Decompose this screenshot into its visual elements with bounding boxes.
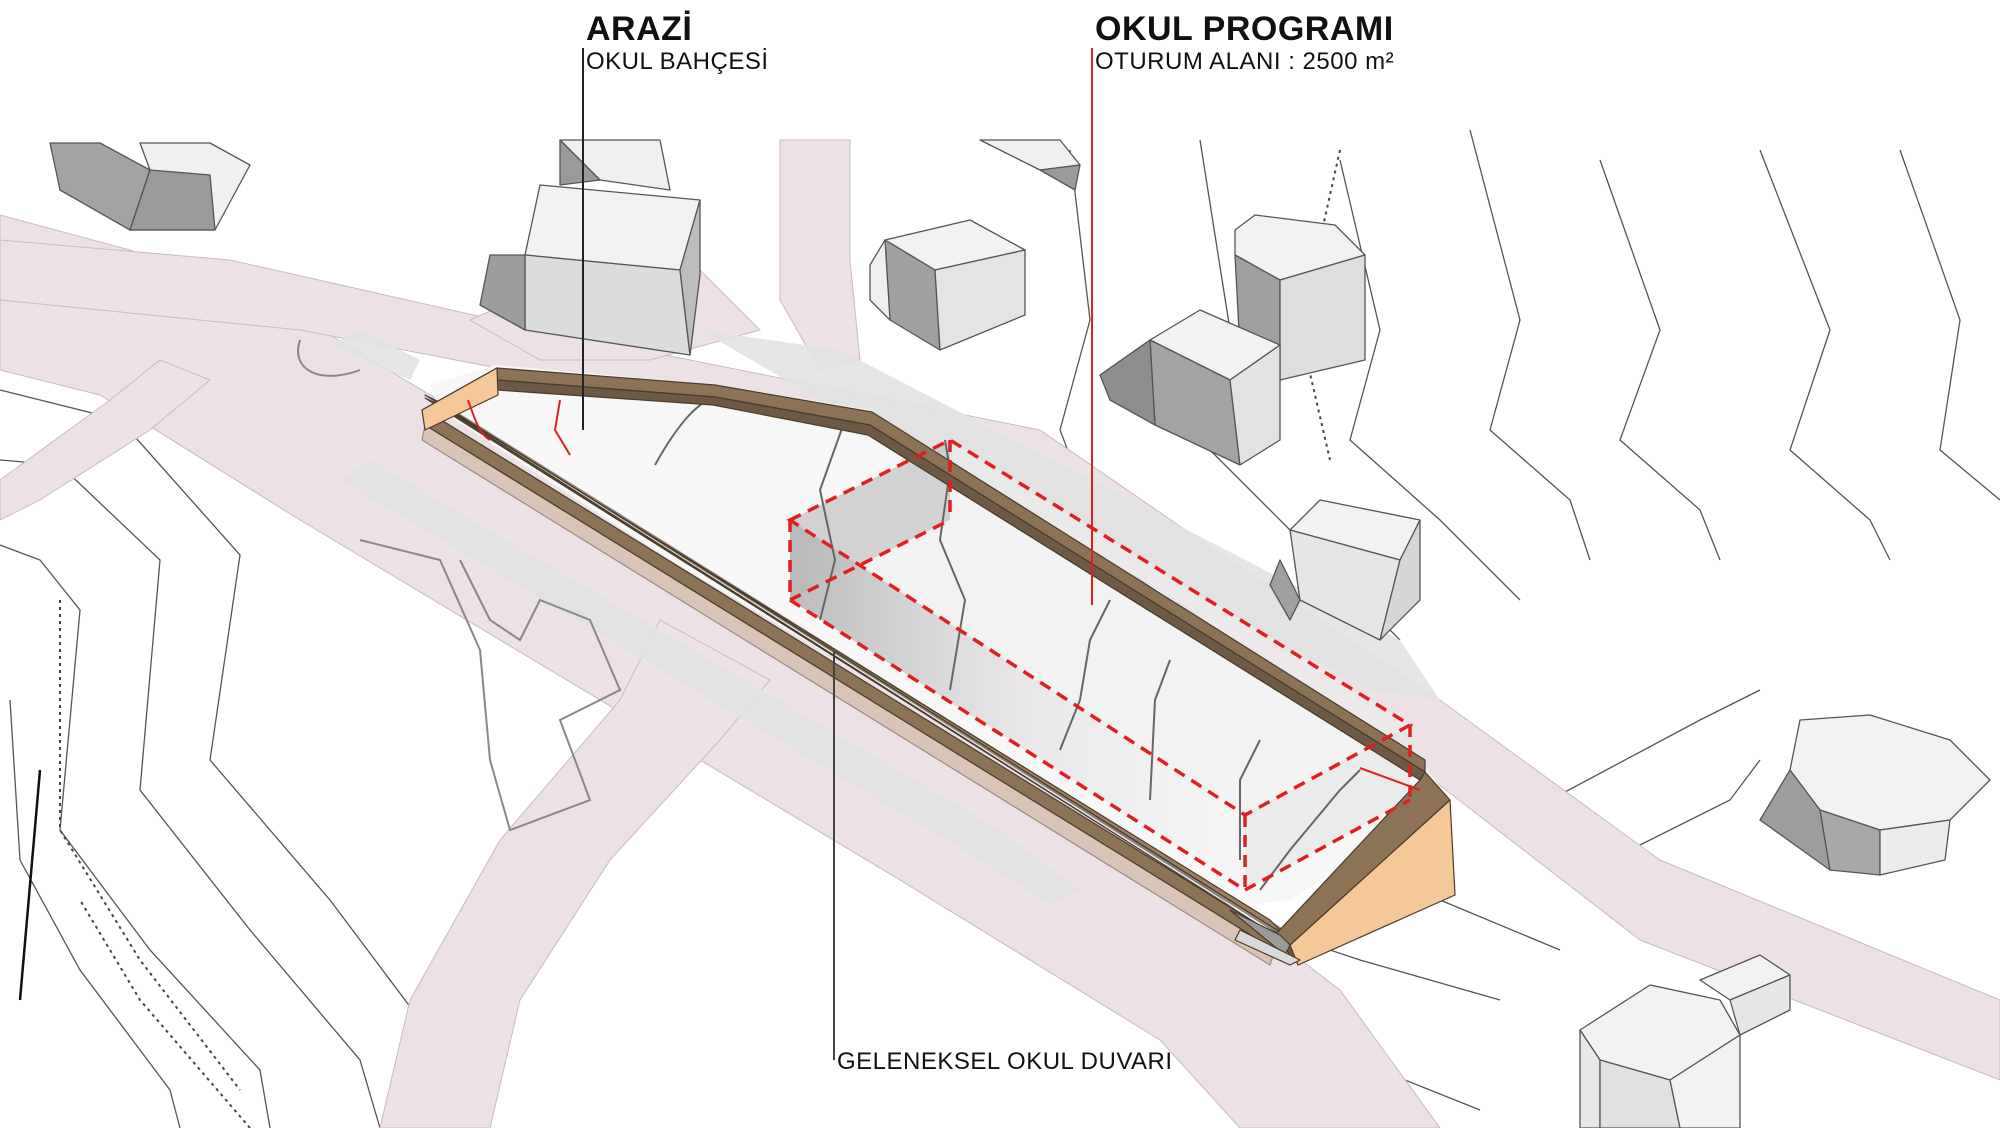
- program-title: OKUL PROGRAMI: [1095, 10, 1394, 48]
- building: [1269, 499, 1421, 641]
- contour-line: [1899, 149, 2000, 501]
- wall-label: GELENEKSEL OKUL DUVARI: [837, 1048, 1173, 1075]
- vertical-road: [779, 139, 861, 371]
- contour-line: [79, 899, 251, 1128]
- sidewalk: [340, 460, 1080, 905]
- red-wall-edges: [467, 399, 1421, 791]
- contour-line: [9, 699, 181, 1128]
- building: [559, 139, 671, 191]
- building: [1099, 309, 1281, 466]
- traditional-school-wall: [421, 367, 1456, 966]
- building: [1699, 954, 1791, 1036]
- building: [869, 219, 1026, 351]
- contour-line: [1759, 149, 1891, 561]
- site-subtitle: OKUL BAHÇESİ: [586, 48, 769, 75]
- contour-line: [18, 769, 42, 1001]
- site-title: ARAZİ: [586, 10, 693, 48]
- lower-branch-road: [379, 619, 771, 1128]
- sidewalk: [330, 330, 420, 380]
- school-program-volume: [790, 440, 1410, 890]
- building: [1579, 984, 1741, 1128]
- program-subtitle: OTURUM ALANI : 2500 m²: [1095, 48, 1395, 75]
- contour-line: [1339, 159, 1521, 601]
- contour-line: [1609, 759, 1761, 861]
- building: [1759, 714, 1991, 876]
- building: [979, 139, 1081, 191]
- contour-line: [0, 459, 381, 1128]
- contour-line: [1469, 129, 1591, 561]
- surrounding-buildings: [49, 139, 1991, 1128]
- contour-line: [59, 600, 241, 1091]
- building: [479, 184, 701, 356]
- building: [49, 142, 251, 231]
- contour-line: [1549, 689, 1761, 801]
- contour-line: [0, 544, 271, 1128]
- contour-line: [1599, 159, 1721, 561]
- left-branch-road: [0, 359, 211, 521]
- school-program-outline: [786, 437, 1414, 892]
